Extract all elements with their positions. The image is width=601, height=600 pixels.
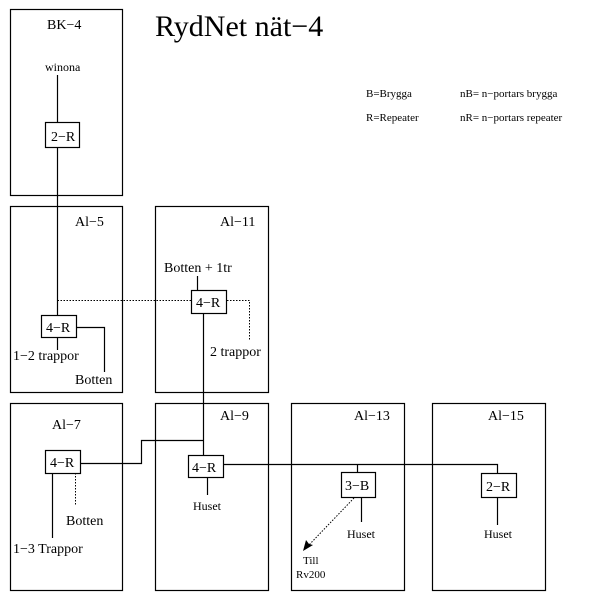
connections [51,75,499,551]
link-al11-2trappor [227,300,250,340]
link-al13-rv200 [307,497,355,547]
text-al5-trappor: 1−2 trappor [13,349,79,364]
text-al7-botten: Botten [66,514,103,529]
arrow-head-icon [303,540,313,551]
building-bk-4 [9,8,124,197]
building-al-13 [290,402,406,592]
text-al13-huset: Huset [347,527,376,541]
device-al-13: 3−B [340,471,377,499]
link-al5-botten [77,326,106,372]
building-al-11 [154,205,270,394]
text-al7-trappor: 1−3 Trappor [13,542,83,557]
link-al7-al9 [80,439,204,465]
text-al11-botten1tr: Botten + 1tr [164,261,232,276]
device-al-5: 4−R [40,314,78,339]
building-label-al-11: Al−11 [220,215,255,230]
repeater-box [480,472,518,499]
device-label: 3−B [345,479,369,494]
building-al-9 [154,402,270,592]
building-label-al-13: Al−13 [354,409,390,424]
legend: B=Brygga nB= n−portars brygga R=Repeater… [366,88,563,124]
device-label: 2−R [51,130,76,145]
legend-desc-bridge: nB= n−portars brygga [460,88,557,100]
text-al15-huset: Huset [484,527,513,541]
repeater-box [40,314,78,339]
repeater-box [190,289,228,315]
legend-desc-repeater: nR= n−portars repeater [460,112,563,124]
device-label: 4−R [46,321,71,336]
text-al13-till: Till [303,555,319,567]
building-al-5 [9,205,124,394]
device-bk-4: 2−R [44,121,81,149]
device-al-15: 2−R [480,472,518,499]
legend-key-bridge: B=Brygga [366,88,412,100]
text-winona: winona [45,60,81,74]
device-label: 4−R [50,456,75,471]
building-label-al-15: Al−15 [488,409,524,424]
building-label-al-9: Al−9 [220,409,249,424]
legend-key-repeater: R=Repeater [366,112,419,124]
text-al13-rv200: Rv200 [296,569,326,581]
diagram-title: RydNet nät−4 [155,10,323,43]
repeater-box [187,454,225,479]
building-al-15 [431,402,547,592]
device-label: 4−R [192,461,217,476]
device-label: 2−R [486,480,511,495]
text-al5-botten: Botten [75,373,112,388]
device-al-7: 4−R [44,449,82,475]
building-label-al-7: Al−7 [52,418,81,433]
building-al-7 [9,402,124,592]
device-al-11: 4−R [190,289,228,315]
building-label-bk-4: BK−4 [47,18,81,33]
repeater-box [44,449,82,475]
building-label-al-5: Al−5 [75,215,104,230]
device-al-9: 4−R [187,454,225,479]
link-trunk-east [223,463,499,473]
text-al9-huset: Huset [193,499,222,513]
device-label: 4−R [196,296,221,311]
text-al11-2trappor: 2 trappor [210,345,261,360]
